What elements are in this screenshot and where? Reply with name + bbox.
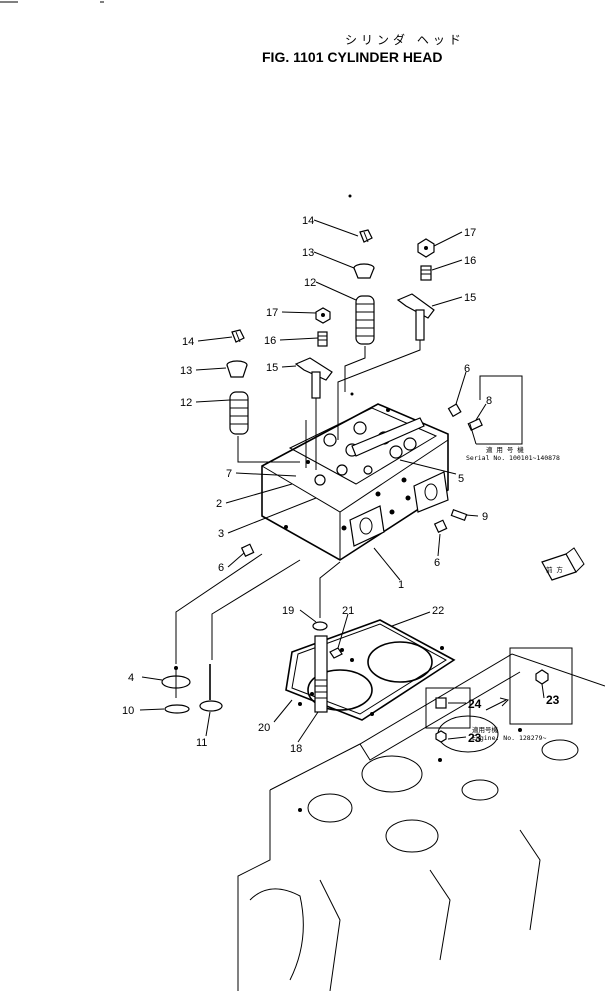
callout-18: 18 [290, 743, 302, 755]
callout-16: 16 [464, 255, 476, 267]
callout-3: 3 [218, 528, 224, 540]
engine-note-jp: 適用号機 [472, 725, 499, 734]
pin-part [450, 509, 468, 521]
engine-note-range: Engine. No. 128279~ [472, 734, 546, 742]
callout-6: 6 [434, 557, 440, 569]
plug-part [447, 403, 462, 418]
adjusting-nut-part [417, 238, 435, 258]
spring-retainer-part [226, 360, 248, 378]
callout-21: 21 [342, 605, 354, 617]
callout-6: 6 [464, 363, 470, 375]
cylinder-head-block [261, 194, 449, 561]
adjusting-nut-part [315, 307, 331, 324]
valve-spring-part [355, 295, 375, 345]
figure-subtitle-jp: シリンダ ヘッド [345, 32, 465, 47]
serial-note-box [476, 375, 523, 445]
intake-valve-part [164, 704, 190, 714]
valve-keeper-part [231, 329, 245, 343]
callout-12: 12 [180, 397, 192, 409]
adjusting-screw-part [317, 331, 328, 347]
adjusting-screw-part [420, 265, 432, 281]
callout-13: 13 [180, 365, 192, 377]
callout-17: 17 [464, 227, 476, 239]
assembly-guide-line [211, 559, 301, 660]
assembly-guide-line [319, 561, 341, 618]
serial-note-jp: 適 用 号 機 [486, 445, 524, 454]
rocker-arm-part [396, 293, 435, 341]
callout-19: 19 [282, 605, 294, 617]
callout-5: 5 [458, 473, 464, 485]
callout-22: 22 [432, 605, 444, 617]
assembly-guide-line [237, 436, 300, 463]
callout-23: 23 [546, 693, 560, 707]
valve-keeper-part [359, 229, 373, 243]
callout-6: 6 [218, 562, 224, 574]
callout-23: 23 [468, 731, 482, 745]
callout-2: 2 [216, 498, 222, 510]
head-gasket-part [285, 619, 456, 721]
valve-seal-part [161, 666, 191, 698]
bolt-detail-box [425, 647, 573, 743]
callout-8: 8 [486, 395, 492, 407]
callout-14: 14 [182, 336, 194, 348]
callout-11: 11 [196, 737, 207, 749]
plug-part [467, 417, 483, 431]
assembly-guide-line [175, 553, 263, 664]
callout-1: 1 [398, 579, 404, 591]
callout-24: 24 [468, 697, 482, 711]
callout-9: 9 [482, 511, 488, 523]
callout-17: 17 [266, 307, 278, 319]
callout-12: 12 [304, 277, 316, 289]
valve-spring-part [229, 391, 249, 435]
callout-20: 20 [258, 722, 270, 734]
callout-15: 15 [266, 362, 278, 374]
plug-part [433, 519, 448, 534]
front-direction-label: 前 方 [546, 565, 563, 574]
callout-16: 16 [264, 335, 276, 347]
callout-15: 15 [464, 292, 476, 304]
plug-part [240, 543, 255, 558]
callout-13: 13 [302, 247, 314, 259]
assembly-guide-line [344, 346, 366, 392]
assembly-guide-line [337, 340, 421, 440]
callout-4: 4 [128, 672, 134, 684]
serial-note-range: Serial No. 100101~140878 [466, 454, 560, 462]
callout-7: 7 [226, 468, 232, 480]
callout-10: 10 [122, 705, 134, 717]
figure-title: FIG. 1101 CYLINDER HEAD [262, 49, 443, 65]
head-stud-part [314, 635, 328, 713]
front-direction-arrow: 前 方 [541, 547, 585, 581]
callout-labels: 14 13 12 17 16 15 17 16 15 14 13 12 6 8 … [122, 215, 560, 755]
spring-retainer-part [353, 263, 375, 279]
washer-part [312, 621, 328, 631]
rocker-arm-part [294, 357, 333, 399]
exhaust-valve-part [199, 664, 223, 712]
callout-14: 14 [302, 215, 314, 227]
leader-lines [139, 219, 545, 743]
